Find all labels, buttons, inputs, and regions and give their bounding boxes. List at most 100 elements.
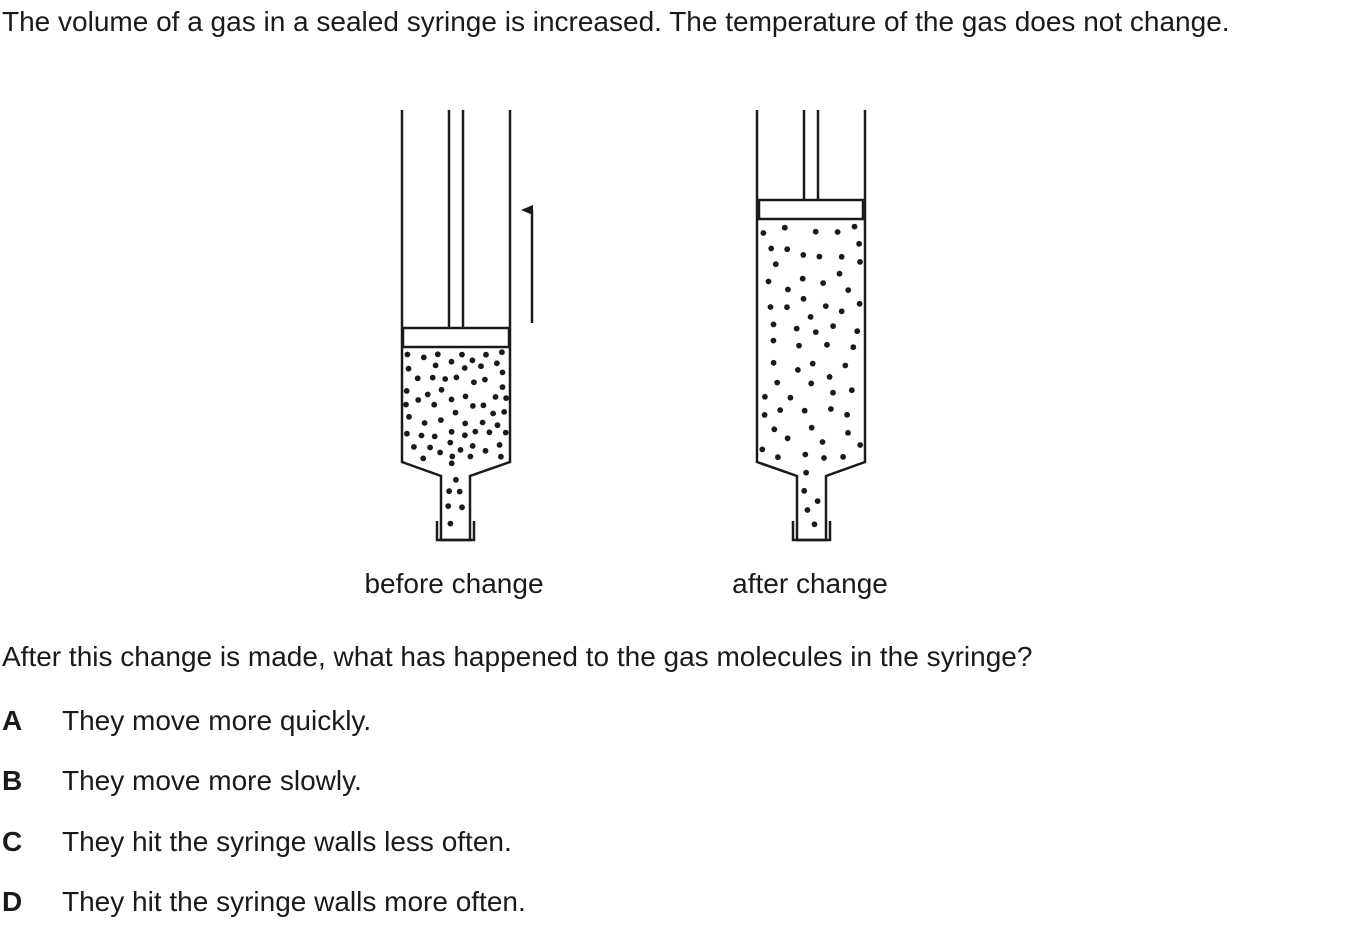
gas-molecule [437,449,443,456]
gas-molecule [459,504,465,511]
gas-molecule [438,386,445,393]
answer-option-b[interactable]: B They move more slowly. [0,761,1000,801]
gas-molecule [857,442,864,448]
gas-molecule [830,323,836,329]
question-prompt: After this change is made, what has happ… [2,641,1033,672]
gas-molecule [801,487,808,494]
gas-molecule [765,278,772,285]
gas-molecule [804,507,811,513]
gas-molecule [821,455,827,461]
gas-molecule [844,411,850,418]
option-text: They move more slowly. [62,765,362,796]
gas-molecule [800,252,807,258]
gas-molecule [760,230,767,236]
gas-molecule [482,447,489,454]
gas-molecule [472,428,479,435]
gas-molecule [499,349,505,356]
gas-molecule [820,280,826,286]
gas-molecule [770,321,777,328]
gas-molecule [434,351,441,358]
gas-molecule [424,391,431,398]
gas-molecule [834,229,841,235]
gas-molecule [761,412,768,418]
gas-molecule [403,388,410,394]
gas-molecule [431,433,438,440]
gas-molecule [857,259,863,265]
gas-molecule [462,393,469,400]
gas-molecule [842,362,849,369]
gas-molecule [448,396,455,403]
answer-option-d[interactable]: D They hit the syringe walls more often. [0,882,1000,922]
gas-molecule [449,453,456,460]
option-text: They hit the syringe walls more often. [62,886,526,917]
syringe-after-plunger [757,198,865,221]
gas-molecule [415,397,422,403]
syringe-before-plunger [401,326,511,349]
gas-molecule [499,384,506,390]
gas-molecule [826,374,833,380]
gas-molecule [807,314,814,320]
gas-molecule [405,365,412,372]
syringe-before-nozzle-cap [435,521,476,542]
gas-molecule [784,435,791,442]
answer-option-c[interactable]: C They hit the syringe walls less often. [0,822,1000,862]
gas-molecule [420,455,427,462]
answer-option-a[interactable]: A They move more quickly. [0,701,1000,741]
gas-molecule [431,401,438,408]
gas-molecule [496,442,503,448]
caption-after-change: after change [732,568,888,599]
gas-molecule [793,325,800,332]
gas-molecule [404,430,410,437]
option-letter: B [2,765,23,796]
gas-molecule [851,223,858,230]
gas-molecule [811,521,818,528]
option-letter: A [2,705,23,736]
gas-molecule [771,426,778,433]
gas-molecule [840,454,846,460]
molecules-before [403,349,509,527]
gas-molecule [448,460,455,467]
gas-molecule [502,429,509,436]
gas-molecule [486,429,493,436]
gas-molecule [767,304,774,310]
gas-molecule [459,351,465,358]
gas-molecule [482,376,488,383]
gas-molecule [499,369,506,376]
gas-molecule [784,304,790,311]
gas-molecule [490,410,496,417]
option-letter: C [2,826,23,857]
gas-molecule [494,422,501,429]
question-intro: The volume of a gas in a sealed syringe … [2,6,1230,37]
option-text: They hit the syringe walls less often. [62,826,512,857]
gas-molecule [759,446,766,453]
gas-molecule [456,488,463,495]
gas-molecule [822,303,829,309]
gas-molecule [457,447,464,453]
gas-molecule [411,444,417,450]
gas-molecule [462,420,469,427]
molecules-after [759,223,864,528]
gas-molecule [856,240,862,247]
gas-molecule [448,428,455,435]
gas-molecule [774,379,781,386]
gas-molecule [802,451,809,458]
gas-molecule [799,275,806,282]
gas-molecule [819,439,826,445]
gas-molecule [453,476,459,483]
gas-molecule [469,443,476,449]
gas-molecule [796,342,802,349]
gas-molecule [498,453,504,460]
gas-molecule [404,351,411,358]
gas-molecule [836,270,843,277]
syringe-before [400,110,534,542]
gas-molecule [445,503,452,509]
gas-molecule [784,246,791,253]
gas-molecule [781,224,788,231]
gas-molecule [478,363,484,370]
gas-molecule [795,367,801,373]
caption-before-change: before change [364,568,544,599]
gas-molecule [429,374,436,381]
gas-molecule [480,402,487,409]
gas-molecule [801,407,808,414]
gas-molecule [838,253,845,260]
